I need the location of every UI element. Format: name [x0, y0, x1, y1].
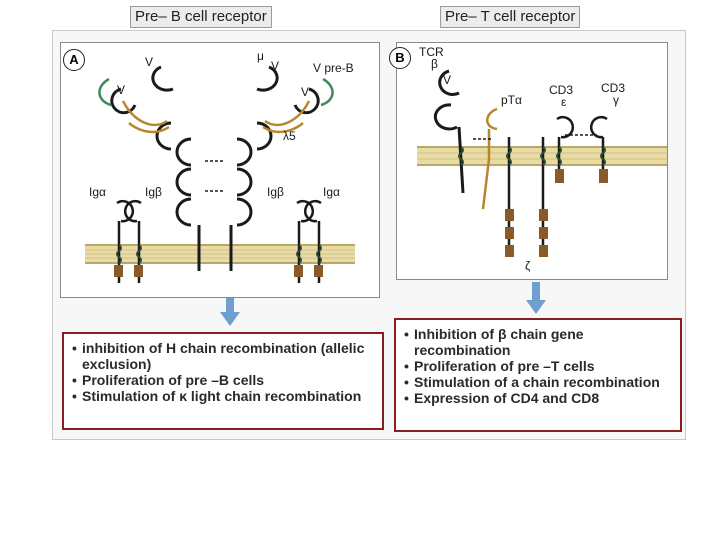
- pt-alpha-label: pTα: [501, 93, 522, 107]
- ig-alpha-right-label: Igα: [323, 185, 340, 199]
- tcr-label: TCR: [419, 45, 444, 59]
- itam-segments: [505, 169, 608, 257]
- pre-t-effect-item: Inhibition of β chain gene recombination: [404, 326, 674, 358]
- cd3-left-label: CD3: [549, 83, 574, 97]
- panel-b-letter: B: [389, 47, 411, 69]
- cd3-chains: [507, 115, 608, 253]
- down-arrow-right-icon: [526, 282, 546, 314]
- surrogate-light-chain-right: [262, 100, 311, 134]
- heavy-chain-left: [110, 65, 201, 271]
- transmembrane-coils: [116, 244, 322, 264]
- pre-b-effect-item: Stimulation of κ light chain recombinati…: [72, 388, 376, 404]
- heavy-chain-right: [229, 65, 320, 271]
- gamma-label: γ: [613, 93, 619, 107]
- green-arrows: [98, 77, 334, 107]
- surrogate-light-chain-left: [121, 100, 170, 134]
- v-label-4: V: [301, 85, 310, 99]
- mu-label: μ: [257, 49, 264, 63]
- pre-t-title: Pre– T cell receptor: [440, 6, 581, 28]
- zeta-label: ζ: [525, 259, 531, 273]
- beta-label: β: [431, 57, 438, 71]
- pre-b-effects-box: inhibition of H chain recombination (all…: [62, 332, 384, 430]
- pre-t-receptor-diagram: [417, 69, 667, 257]
- lambda5-label: λ5: [283, 129, 296, 143]
- pre-t-effect-item: Proliferation of pre –T cells: [404, 358, 674, 374]
- pre-t-effect-item: Expression of CD4 and CD8: [404, 390, 674, 406]
- tcr-beta-chain: [433, 69, 465, 194]
- panel-b-pre-t-receptor: B TCR β V pTα CD3 ε CD3 γ ζ: [389, 42, 668, 280]
- pre-t-effects-list: Inhibition of β chain gene recombination…: [396, 320, 680, 406]
- epsilon-label: ε: [561, 95, 567, 109]
- panel-a-pre-b-receptor: A V V μ V V pre-B V λ5 Igα Igβ Igβ Igα: [60, 42, 380, 298]
- ig-alpha-beta-chains: [116, 199, 322, 283]
- pre-b-effects-list: inhibition of H chain recombination (all…: [64, 334, 382, 404]
- v-label-3: V: [271, 59, 280, 73]
- cd3-right-label: CD3: [601, 81, 626, 95]
- pre-b-effect-item: Proliferation of pre –B cells: [72, 372, 376, 388]
- transmembrane-coils: [458, 146, 606, 166]
- panel-a-letter: A: [63, 49, 85, 71]
- ig-alpha-left-label: Igα: [89, 185, 106, 199]
- ig-beta-left-label: Igβ: [145, 185, 162, 199]
- pre-b-effect-item: inhibition of H chain recombination (all…: [72, 340, 376, 372]
- pre-t-effect-item: Stimulation of a chain recombination: [404, 374, 674, 390]
- down-arrow-left-icon: [220, 298, 240, 326]
- v-label-1: V: [145, 55, 154, 69]
- itam-segments: [114, 265, 323, 277]
- v-label: V: [443, 73, 452, 87]
- pre-b-title: Pre– B cell receptor: [130, 6, 272, 28]
- v-label-2: V: [117, 83, 126, 97]
- ig-beta-right-label: Igβ: [267, 185, 284, 199]
- v-pre-b-label: V pre-B: [313, 61, 354, 75]
- pre-t-effects-box: Inhibition of β chain gene recombination…: [394, 318, 682, 432]
- pre-b-receptor-diagram: [85, 65, 355, 283]
